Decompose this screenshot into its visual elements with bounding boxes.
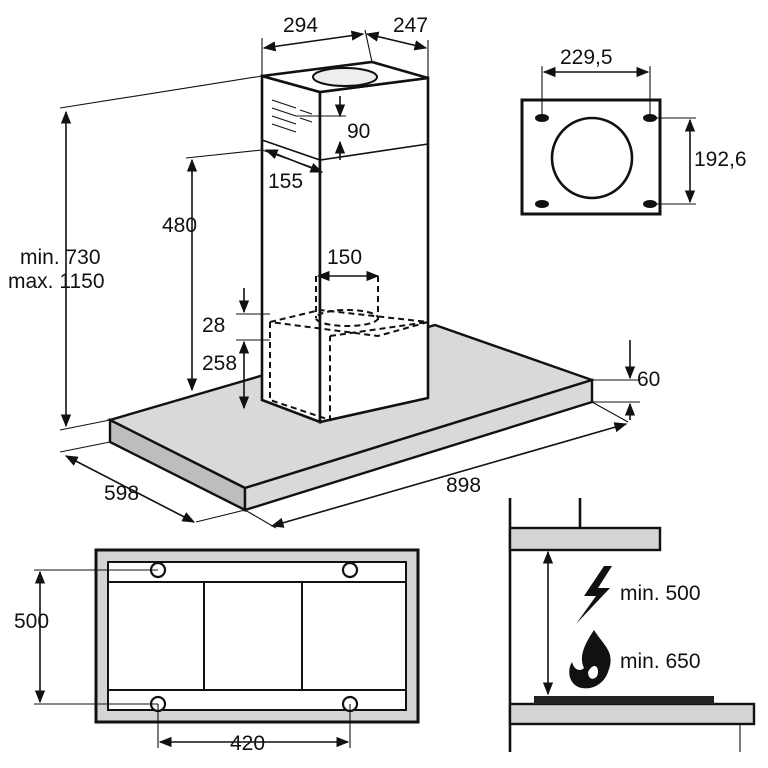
filter-panel xyxy=(301,581,407,691)
bracket-view: 229,5 192,6 xyxy=(520,46,747,216)
dim-480: 480 xyxy=(162,214,197,237)
dim-28: 28 xyxy=(202,314,225,337)
bottom-view: 500 420 xyxy=(14,548,420,755)
dim-192-6: 192,6 xyxy=(694,148,747,171)
dim-258: 258 xyxy=(202,352,237,375)
chimney-outlet xyxy=(312,67,378,87)
lightning-icon xyxy=(576,566,612,624)
main-dimensions: 294 247 90 155 480 150 28 258 60 xyxy=(8,14,660,529)
dim-420: 420 xyxy=(230,732,265,755)
hood-side xyxy=(508,526,662,552)
dim-150: 150 xyxy=(327,246,362,269)
dim-min-730: min. 730 xyxy=(20,246,101,269)
flame-icon xyxy=(569,630,611,689)
chimney-left-face xyxy=(260,74,322,424)
worktop xyxy=(508,702,756,726)
bracket-hole xyxy=(550,116,634,200)
hob xyxy=(534,696,714,704)
clearance-electric: min. 500 xyxy=(620,582,701,605)
filter-panel xyxy=(203,581,303,691)
screw-slot xyxy=(535,200,549,208)
dim-60: 60 xyxy=(637,368,660,391)
mount-hole xyxy=(341,561,359,579)
dim-598: 598 xyxy=(104,482,139,505)
dim-155: 155 xyxy=(268,170,303,193)
dim-247: 247 xyxy=(393,14,428,37)
dim-500: 500 xyxy=(14,610,49,633)
hidden-motor-box xyxy=(269,276,429,422)
clearance-view: min. 500 min. 650 xyxy=(508,498,756,752)
dim-max-1150: max. 1150 xyxy=(8,270,105,293)
dim-229-5: 229,5 xyxy=(560,46,613,69)
dim-898: 898 xyxy=(446,474,481,497)
dim-90: 90 xyxy=(347,120,370,143)
clearance-gas: min. 650 xyxy=(620,650,701,673)
vent-slots xyxy=(271,99,313,133)
filter-panel xyxy=(107,581,205,691)
dim-294: 294 xyxy=(283,14,318,37)
